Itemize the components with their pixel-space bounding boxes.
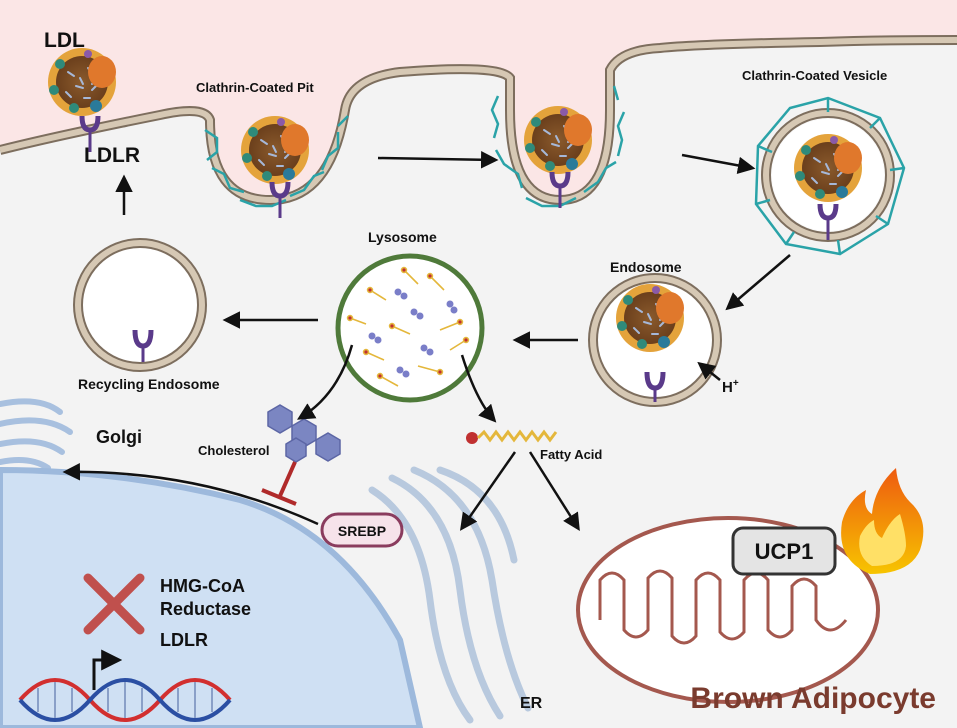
ldl-particle-pit-icon [240, 115, 310, 185]
endoplasmic-reticulum [368, 466, 532, 724]
ucp1-protein [731, 526, 837, 576]
endosome [588, 273, 722, 407]
cholesterol-label: Cholesterol [198, 443, 270, 458]
arrow-fatty-acid-to-er [459, 451, 517, 531]
clathrin-coated-pit-label: Clathrin-Coated Pit [196, 80, 314, 95]
proton-label: H+ [722, 378, 739, 396]
arrow-lysosome-to-cholesterol [297, 344, 354, 420]
recycling-endosome-label: Recycling Endosome [78, 376, 220, 392]
lysosome-label: Lysosome [368, 229, 437, 245]
recycling-endosome [73, 238, 207, 372]
arrow-lysosome-to-fatty-acid [460, 354, 497, 423]
clathrin-coat-deep-pit [490, 85, 626, 208]
ldl-particle-icon [47, 47, 117, 117]
lysosome [335, 253, 485, 403]
flame-icon [841, 468, 924, 574]
ldlr-surface-label: LDLR [84, 144, 140, 167]
proton-arrow [697, 361, 721, 381]
arrow-srebp-to-golgi [62, 463, 319, 526]
flow-arrows [62, 151, 791, 531]
arrow-fatty-acid-to-mitochondrion [528, 451, 580, 531]
brown-adipocyte-label: Brown Adipocyte [690, 682, 936, 715]
endosome-label: Endosome [610, 259, 682, 275]
ldlr-gene-label: LDLR [160, 630, 208, 650]
hmg-coa-label-line1: HMG-CoA [160, 576, 245, 596]
arrow-vesicle-to-endosome [725, 254, 791, 311]
ucp1-label: UCP1 [755, 539, 814, 564]
srebp-label: SREBP [338, 523, 386, 539]
arrow-pit-to-vesicle [681, 153, 756, 175]
golgi-apparatus [0, 398, 73, 471]
er-label: ER [520, 695, 543, 712]
dna-helix-icon [18, 649, 232, 722]
cross-icon [83, 573, 145, 635]
ldl-label: LDL [44, 29, 85, 52]
srebp-protein [320, 512, 404, 548]
ldl-particle-deep-pit-icon [523, 105, 593, 175]
golgi-label: Golgi [96, 427, 142, 447]
extracellular-space [0, 0, 957, 200]
arrow-pit-to-deep-pit [377, 151, 499, 169]
cholesterol-molecule-icon [267, 404, 341, 463]
plasma-membrane [0, 37, 957, 204]
fatty-acid-label: Fatty Acid [540, 447, 602, 462]
hmg-coa-label-line2: Reductase [160, 599, 251, 619]
clathrin-coated-vesicle-label: Clathrin-Coated Vesicle [742, 68, 887, 83]
clathrin-coated-vesicle [754, 96, 906, 256]
fatty-acid-icon [466, 429, 558, 444]
cholesterol-inhibition [261, 461, 297, 506]
